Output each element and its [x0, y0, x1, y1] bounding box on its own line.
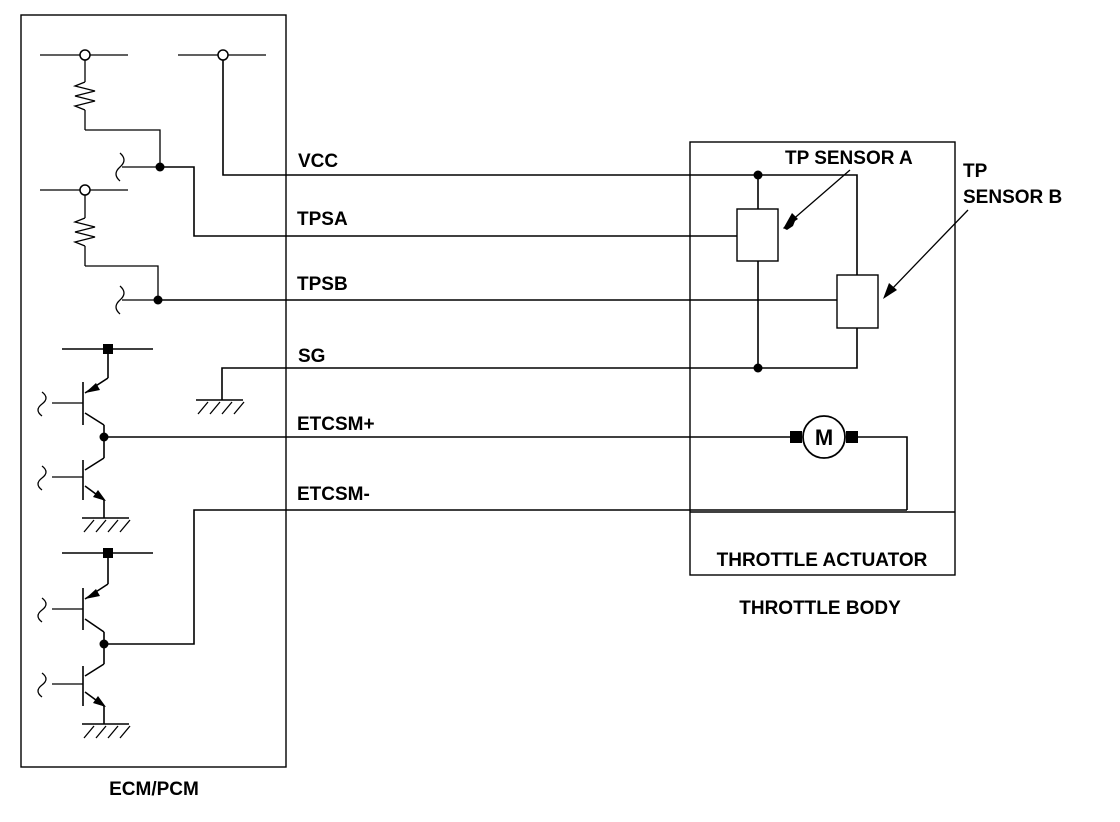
wire-etcsm-minus [104, 509, 907, 645]
ground-icon-1 [82, 517, 131, 533]
wire-label-etcsm-plus: ETCSM+ [297, 414, 375, 435]
junction-vcc [753, 170, 763, 180]
tp-sensor-b-label-line1: TP [963, 161, 988, 182]
tp-sensor-a [736, 208, 779, 262]
tp-sensor-a-label: TP SENSOR A [785, 148, 913, 169]
transistor-low-2 [37, 644, 106, 724]
pointer-arrow-sensor-a [783, 169, 851, 230]
ground-sg-icon [196, 399, 245, 415]
tp-sensor-b [836, 274, 879, 329]
vcc-source [178, 49, 266, 61]
transistor-low-1 [37, 437, 106, 518]
motor-icon: M [790, 415, 858, 459]
throttle-body-label: THROTTLE BODY [739, 598, 901, 619]
wire-sg [221, 328, 858, 400]
wire-etcsm-plus-return [856, 436, 908, 510]
ecm-label: ECM/PCM [109, 779, 199, 800]
junction-tpsa [155, 162, 165, 172]
pullup-tpsa [40, 49, 161, 182]
junction-tpsb [153, 295, 163, 305]
ground-icon-2 [82, 723, 131, 739]
pullup-tpsb [40, 184, 159, 315]
wire-label-sg: SG [298, 346, 325, 367]
junction-sg [753, 363, 763, 373]
wire-label-tpsb: TPSB [297, 274, 348, 295]
wire-label-vcc: VCC [298, 151, 338, 172]
pointer-arrow-sensor-b [883, 209, 969, 299]
motor-label: M [815, 425, 833, 450]
wire-label-tpsa: TPSA [297, 209, 348, 230]
transistor-high-1 [37, 344, 153, 437]
transistor-high-2 [37, 548, 153, 644]
ecm-box [20, 14, 287, 768]
throttle-actuator-label: THROTTLE ACTUATOR [717, 550, 928, 571]
wire-tpsa [160, 166, 737, 237]
wire-vcc [222, 60, 858, 275]
throttle-body-box [689, 141, 956, 576]
wire-label-etcsm-minus: ETCSM- [297, 484, 370, 505]
tp-sensor-b-label-line2: SENSOR B [963, 187, 1062, 208]
